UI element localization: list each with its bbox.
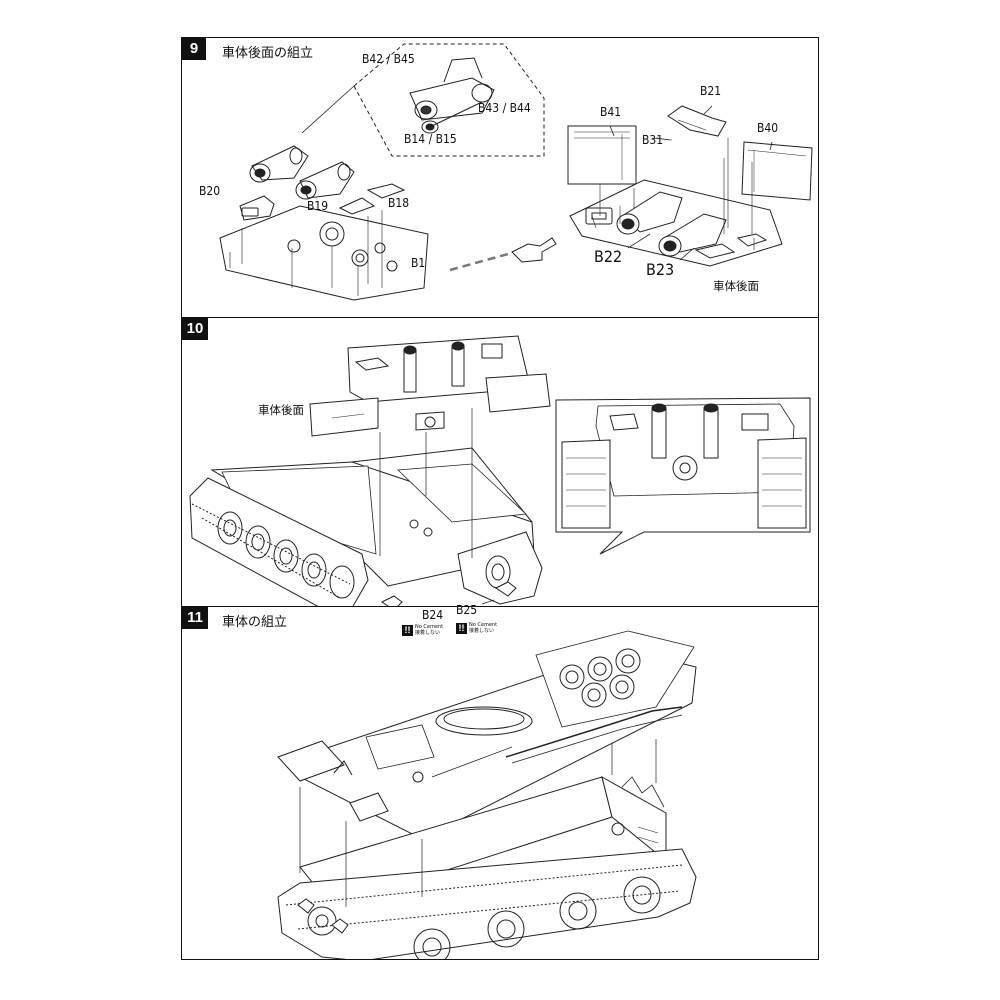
step-10-panel: 10	[182, 318, 818, 622]
step-11-panel: 11 車体の組立	[182, 607, 818, 959]
step-9-panel: 9 車体後面の組立	[182, 38, 818, 317]
part-label-b21: B21	[700, 84, 722, 98]
rear-detail-inset	[555, 397, 811, 555]
step-11-illustration	[277, 630, 697, 959]
instruction-sheet: 9 車体後面の組立	[181, 37, 819, 960]
detail-callout-leader	[301, 85, 355, 134]
part-label-b14-b15: B14 / B15	[404, 132, 457, 146]
step-9-illustration	[219, 43, 813, 301]
b41-leader	[609, 125, 615, 137]
part-label-b43-b44: B43 / B44	[478, 101, 531, 115]
part-label-b22: B22	[594, 247, 623, 266]
b22-leader	[627, 233, 651, 249]
part-label-b42-b45: B42 / B45	[362, 52, 415, 66]
no-cement-text-en: No Cement	[415, 624, 444, 630]
step-number: 11	[182, 607, 208, 629]
rear-plate-part	[309, 335, 551, 437]
step-title: 車体の組立	[222, 615, 288, 630]
left-exhaust-parts	[249, 145, 355, 200]
b40-leader	[769, 141, 773, 151]
part-label-b40: B40	[757, 121, 779, 135]
track-assembly	[277, 848, 697, 959]
rear-plate-label: 車体後面	[713, 279, 759, 293]
exhaust-detail-parts	[409, 57, 495, 134]
step-title: 車体後面の組立	[222, 46, 314, 61]
rear-plate-assembled	[567, 105, 813, 267]
panel-divider	[182, 317, 818, 318]
part-label-b23: B23	[646, 260, 675, 279]
part-label-b24: B24	[422, 608, 444, 622]
no-cement-text-en: No Cement	[469, 622, 498, 628]
no-cement-text-jp: 接着しない	[469, 628, 495, 634]
part-label-b19: B19	[307, 199, 329, 213]
rear-plate-label: 車体後面	[258, 403, 304, 417]
part-label-b18: B18	[388, 196, 410, 210]
step-10-illustration	[189, 335, 811, 606]
rear-plate-base-left	[219, 183, 429, 301]
b25-leader	[481, 599, 495, 605]
b23-leader	[679, 247, 695, 261]
detail-callout-outline	[353, 43, 545, 157]
no-cement-notice: !! No Cement 接着しない	[402, 624, 443, 636]
b31-leader	[655, 137, 671, 141]
tow-shackle	[331, 918, 349, 934]
assembly-guide-lines	[379, 408, 473, 558]
left-track	[189, 477, 369, 606]
step-number: 9	[182, 38, 206, 60]
part-label-b31: B31	[642, 133, 664, 147]
tow-shackle	[297, 898, 315, 914]
step-number: 10	[182, 318, 208, 340]
right-track	[457, 531, 543, 605]
upper-hull	[277, 630, 697, 840]
part-label-b1: B1	[411, 256, 426, 270]
no-cement-text-jp: 接着しない	[415, 630, 441, 636]
warning-icon: !!	[402, 624, 413, 636]
no-cement-notice: !! No Cement 接着しない	[456, 622, 497, 634]
assembly-guide-lines	[299, 739, 657, 907]
pointing-hand-icon	[511, 237, 557, 263]
b21-leader	[703, 105, 713, 115]
transition-arrow	[449, 252, 509, 272]
panel-divider	[182, 606, 818, 607]
part-label-b20: B20	[199, 184, 221, 198]
part-label-b41: B41	[600, 105, 622, 119]
tow-shackles	[381, 581, 517, 606]
warning-icon: !!	[456, 622, 467, 634]
